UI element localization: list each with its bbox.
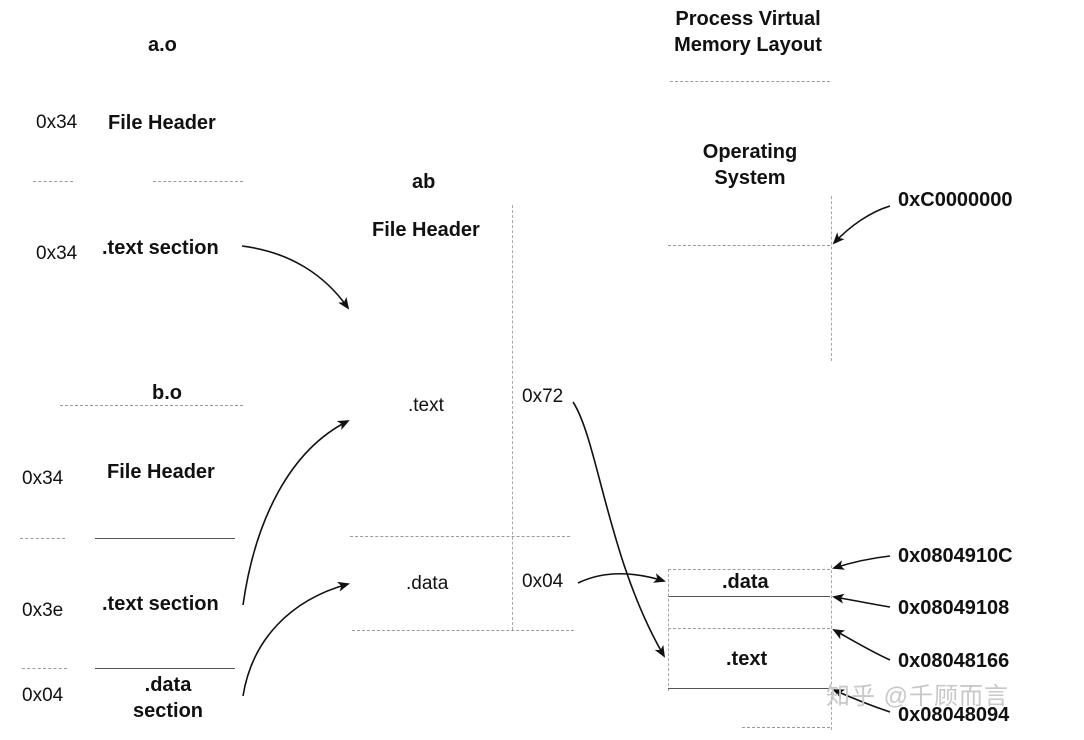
vm-title-line2: Memory Layout [674, 34, 822, 56]
a-o-title: a.o [148, 34, 177, 56]
arrow-to-text-end [832, 629, 891, 661]
vm-os-boundary [668, 245, 830, 246]
vm-data-label: .data [722, 571, 769, 593]
ab-text-label: .text [408, 395, 444, 416]
vm-title-line1: Process Virtual [675, 8, 821, 30]
vm-right-border [831, 565, 832, 730]
vm-top-border [670, 81, 830, 82]
ab-bottom-border [352, 630, 574, 631]
ab-title: ab [412, 171, 436, 193]
b-o-text-label: .text section [102, 593, 219, 615]
ab-data-size: 0x04 [522, 571, 564, 592]
vm-os-line2: System [714, 167, 786, 189]
b-o-data-size: 0x04 [22, 685, 64, 706]
vm-os-label: Operating System [680, 141, 820, 189]
vm-os-line1: Operating [702, 141, 798, 163]
vm-address-text-end: 0x08048166 [898, 650, 1010, 672]
ab-data-label: .data [406, 573, 449, 594]
b-o-divider [95, 668, 235, 669]
vm-data-bottom [668, 596, 830, 597]
b-o-divider [20, 538, 65, 539]
arrow-b-data-to-ab-data [242, 581, 350, 697]
b-o-divider [95, 538, 235, 539]
vm-text-label: .text [726, 648, 768, 670]
vm-address-text-start: 0x08048094 [898, 704, 1010, 726]
watermark: 知乎 @千顾而言 [826, 683, 1010, 710]
vm-address-os: 0xC0000000 [898, 189, 1013, 211]
vm-text-bottom [668, 688, 830, 689]
a-o-text-label: .text section [102, 237, 219, 259]
vm-left-border [668, 569, 669, 691]
vm-address-data-start: 0x08049108 [898, 597, 1010, 619]
vm-right-border [831, 196, 832, 361]
ab-text-size: 0x72 [522, 386, 564, 407]
arrow-ab-data-to-vm-data [577, 572, 666, 584]
ab-header-label: File Header [372, 219, 480, 241]
vm-address-data-end: 0x0804910C [898, 545, 1013, 567]
vm-data-top [668, 569, 830, 570]
a-o-header-label: File Header [108, 112, 216, 134]
b-o-text-size: 0x3e [22, 600, 64, 621]
b-o-title: b.o [148, 382, 186, 404]
b-o-data-label-line2: section [132, 700, 204, 722]
arrow-to-text-start [832, 689, 891, 713]
arrow-ab-text-to-vm-text [572, 401, 666, 658]
b-o-data-label-line1: .data [144, 674, 192, 696]
arrow-b-text-to-ab-text [242, 420, 350, 606]
arrow-to-data-end [832, 555, 891, 570]
b-o-header-size: 0x34 [22, 468, 64, 489]
a-o-divider [33, 181, 73, 182]
a-o-header-size: 0x34 [36, 112, 78, 133]
arrow-a-text-to-ab-text [241, 245, 350, 310]
a-o-divider [153, 181, 243, 182]
b-o-top-border [60, 405, 243, 406]
vm-text-top [668, 628, 830, 629]
ab-right-border [512, 205, 513, 630]
arrow-to-os-boundary [832, 205, 891, 245]
ab-divider [350, 536, 570, 537]
vm-title: Process Virtual Memory Layout [658, 8, 838, 56]
a-o-text-size: 0x34 [36, 243, 78, 264]
b-o-header-label: File Header [107, 461, 215, 483]
vm-bottom-border [742, 727, 830, 728]
b-o-divider [22, 668, 67, 669]
arrow-to-data-start [832, 593, 891, 608]
b-o-data-label: .data section [118, 674, 218, 722]
